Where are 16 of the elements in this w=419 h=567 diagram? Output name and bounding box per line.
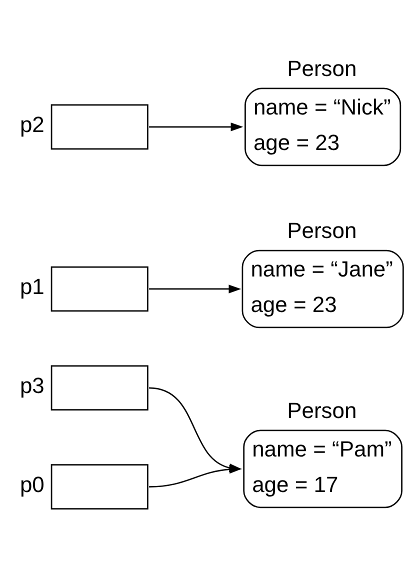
- node-label: p0: [20, 472, 44, 497]
- node-box: [50, 104, 148, 150]
- arrow: [149, 284, 242, 294]
- node-box: name = “Pam” age = 17: [243, 430, 402, 508]
- arrow: [149, 122, 244, 132]
- node-label: p2: [20, 112, 44, 138]
- node-box: [50, 464, 148, 510]
- node-box: name = “Jane” age = 23: [242, 250, 404, 328]
- node-label: p3: [20, 373, 44, 398]
- node-label: Person: [287, 218, 357, 243]
- node-box: [50, 266, 148, 312]
- node-box: name = “Nick” age = 23: [244, 88, 402, 166]
- node-label: Person: [287, 56, 357, 81]
- node-label: p1: [20, 274, 44, 300]
- node-box: [50, 365, 148, 411]
- node-label: Person: [287, 398, 357, 423]
